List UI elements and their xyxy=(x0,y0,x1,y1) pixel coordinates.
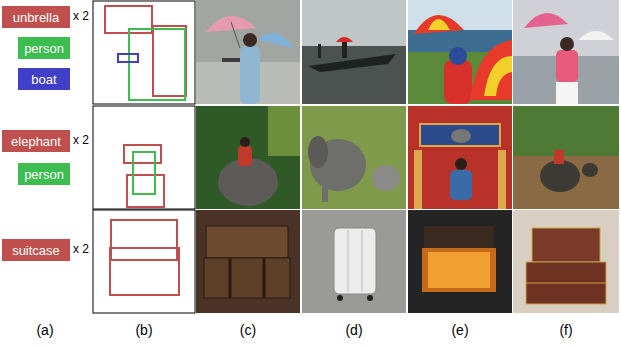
photo xyxy=(408,106,512,209)
umbrella xyxy=(206,16,256,32)
photo xyxy=(196,106,300,209)
suitcase-lining xyxy=(428,252,490,288)
strap xyxy=(263,258,266,298)
elephant xyxy=(582,163,598,177)
object-label: unbrella xyxy=(13,10,59,25)
head xyxy=(560,37,574,51)
object-label: boat xyxy=(31,72,56,87)
water xyxy=(302,46,406,104)
banner xyxy=(420,124,500,146)
umbrella xyxy=(258,33,294,48)
umbrella xyxy=(336,37,353,42)
photo xyxy=(408,210,512,313)
panel-label: (c) xyxy=(240,322,256,338)
photo xyxy=(302,0,406,104)
object-label: suitcase xyxy=(12,243,60,258)
photo xyxy=(196,0,300,104)
umbrella-handle xyxy=(231,22,240,48)
panel-label: (d) xyxy=(345,322,362,338)
object-label-box: person xyxy=(18,163,70,185)
suitcase xyxy=(206,226,288,258)
umbrella xyxy=(470,40,512,100)
panel-label: (e) xyxy=(451,322,468,338)
boat xyxy=(308,54,396,72)
umbrella-stripe xyxy=(428,19,450,30)
person xyxy=(318,44,321,58)
person xyxy=(342,42,347,58)
object-label-box: unbrella xyxy=(2,6,70,28)
layout-frame xyxy=(93,210,195,313)
object-label-box: elephant xyxy=(2,130,70,152)
wheel xyxy=(367,295,373,301)
umbrella xyxy=(414,15,464,34)
strap xyxy=(229,258,232,298)
photo xyxy=(302,210,406,313)
person xyxy=(444,60,472,104)
umbrella-box xyxy=(153,26,186,96)
umbrella xyxy=(578,31,614,40)
person xyxy=(556,50,578,82)
suitcase-lid xyxy=(424,226,494,248)
object-label-box: person xyxy=(18,37,70,59)
photo xyxy=(302,106,406,209)
layout-frame xyxy=(93,106,195,209)
layout-frame xyxy=(93,1,195,104)
rider xyxy=(238,146,252,166)
boat-box xyxy=(118,54,138,62)
rider xyxy=(554,150,564,164)
boat xyxy=(222,58,240,62)
suitcase-box xyxy=(111,220,177,260)
ridge xyxy=(348,230,349,292)
pillar xyxy=(414,150,422,209)
panel-label: (b) xyxy=(135,322,152,338)
person-box xyxy=(133,152,155,194)
pillar xyxy=(498,150,506,209)
suitcase xyxy=(204,258,290,298)
suitcase xyxy=(532,228,600,262)
photo xyxy=(408,0,512,104)
elephant xyxy=(540,160,580,192)
trunk xyxy=(322,172,328,202)
person xyxy=(240,46,260,104)
suitcase xyxy=(334,228,376,294)
photo xyxy=(513,0,619,104)
photo xyxy=(196,210,300,313)
elephant xyxy=(372,165,400,191)
suitcase xyxy=(526,262,606,304)
skirt xyxy=(556,82,578,104)
object-label: person xyxy=(24,167,64,182)
object-label-box: suitcase xyxy=(2,239,70,261)
suitcase-box xyxy=(110,248,179,295)
object-label-box: boat xyxy=(18,68,70,90)
head xyxy=(455,158,467,170)
umbrella xyxy=(524,13,568,28)
ridge xyxy=(362,230,363,292)
object-label: person xyxy=(24,41,64,56)
object-label: elephant xyxy=(11,134,61,149)
count-label: x 2 xyxy=(73,133,89,147)
trim xyxy=(526,283,606,284)
count-label: x 2 xyxy=(73,242,89,256)
umbrella-stripe xyxy=(484,56,512,96)
foliage xyxy=(268,106,300,156)
elephant xyxy=(451,129,471,143)
ear xyxy=(308,136,328,168)
photo xyxy=(513,210,619,313)
suitcase xyxy=(422,248,496,292)
rider xyxy=(450,170,472,200)
head xyxy=(243,33,257,47)
head xyxy=(240,137,250,147)
river xyxy=(513,156,619,209)
panel-label: (f) xyxy=(559,322,572,338)
count-label: x 2 xyxy=(73,9,89,23)
person-box xyxy=(129,29,185,100)
panel-label: (a) xyxy=(36,322,53,338)
wheel xyxy=(337,295,343,301)
photo xyxy=(513,106,619,156)
head xyxy=(449,47,467,65)
